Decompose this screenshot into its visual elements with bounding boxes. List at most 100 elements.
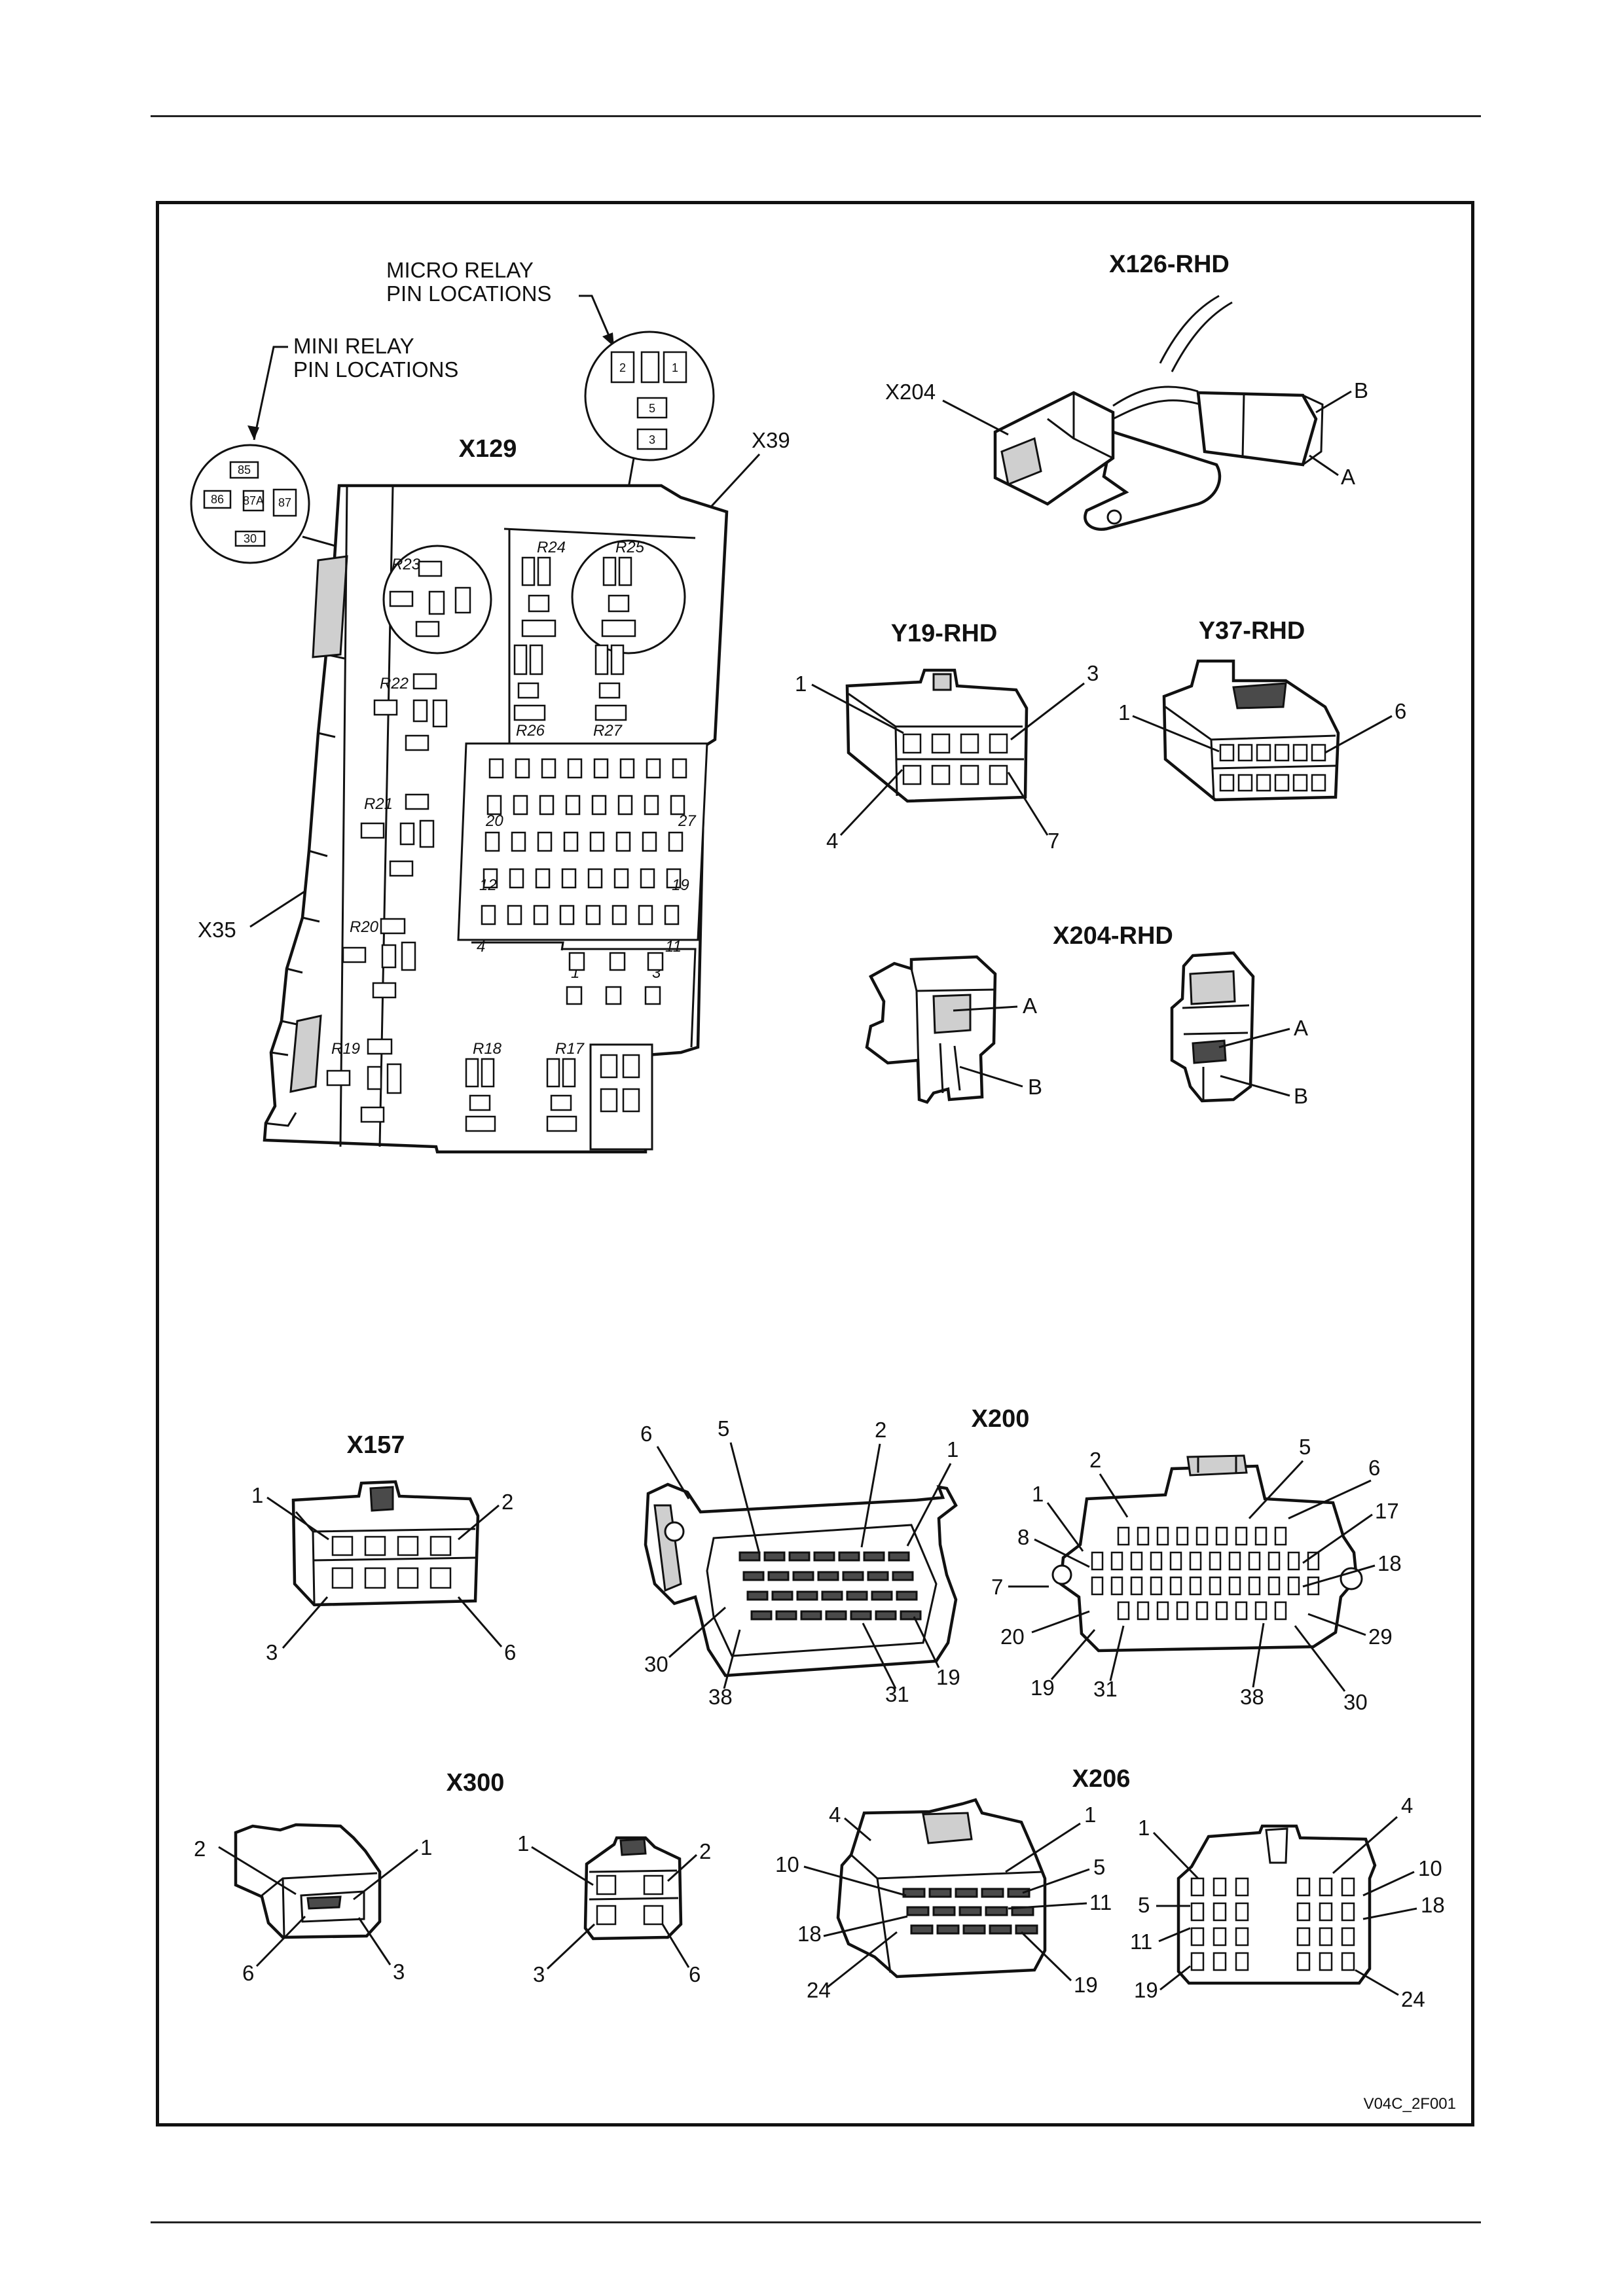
x126-label-a: A [1341,465,1355,489]
x200-cavity [1228,1551,1241,1571]
mini-relay-pin-85: 85 [238,463,251,476]
y37-cavity [1311,774,1326,792]
x200-pin [892,1571,914,1581]
x157-cavity [364,1535,386,1556]
fusebox-bottom-block [589,1043,653,1151]
x200-cavity [1137,1601,1150,1621]
x206-cavity [1235,1902,1249,1922]
x206-pin [906,1906,930,1916]
x200-right-8: 8 [1017,1525,1029,1549]
micro-relay-label-1: MICRO RELAY [386,258,534,282]
x206-cavity [1235,1927,1249,1946]
fuse-slot [585,905,601,925]
x200-pin [896,1590,918,1601]
x200-pin [739,1551,761,1562]
fuse-num-20: 20 [485,812,503,830]
header-rule [151,115,1481,117]
x200-pin [871,1590,893,1601]
connector-x200: X200 6 5 2 1 30 38 31 19 2 5 6 1 [640,1405,1402,1714]
x200-left-30: 30 [644,1652,668,1676]
x200-cavity [1307,1576,1320,1596]
fuse-slot [507,905,522,925]
fuse-slot [644,795,659,816]
x206-pin [1015,1924,1038,1935]
x204-right-a: A [1294,1016,1308,1040]
micro-relay-pin-2: 2 [619,361,626,374]
fuse-slot [619,758,635,779]
x300-left-1: 1 [420,1835,432,1859]
x200-pin [792,1571,814,1581]
x157-cavity [429,1567,452,1589]
x157-cavity [397,1535,419,1556]
x157-cavity [397,1567,419,1589]
x200-cavity [1117,1601,1130,1621]
y19-title: Y19-RHD [891,620,998,647]
x157-pin-1: 1 [251,1483,263,1507]
x200-cavity [1091,1576,1104,1596]
fuse-slot [591,795,607,816]
y19-pin-4: 4 [826,829,838,853]
fuse-slot [589,831,605,852]
x206-cavity [1341,1952,1355,1971]
x206-pin [955,1888,978,1898]
x200-pin [771,1590,793,1601]
fusebox-side-tab [312,555,348,658]
fuse-slot [615,831,631,852]
fusebox-title: X129 [459,435,517,463]
fuse-slot [509,868,524,889]
x206-pin [1007,1888,1030,1898]
y19-pin-1: 1 [795,672,807,696]
fuse-slot [640,868,655,889]
x206-cavity [1341,1927,1355,1946]
x300-cavity [596,1874,617,1895]
fuse-slot [613,868,629,889]
x206-left-19: 19 [1074,1973,1098,1997]
x200-pin [817,1571,839,1581]
x157-title: X157 [347,1431,405,1459]
x200-cavity [1156,1526,1169,1546]
x157-cavity [429,1535,452,1556]
x206-cavity [1213,1877,1227,1897]
fuse-slot [670,795,685,816]
x206-cavity [1235,1952,1249,1971]
fusebox-x129: X129 X39 X35 R23 R24 R25 R22 [198,428,790,1154]
fuse-grid [481,758,687,925]
x200-right-2: 2 [1089,1448,1101,1472]
connector-x126: X126-RHD X204 B A [885,251,1368,531]
relay-r18: R18 [473,1040,502,1058]
x206-right-11: 11 [1130,1929,1152,1954]
mini-relay-pin-87a: 87A [243,494,264,507]
fuse-slot [593,758,609,779]
x206-cavity [1190,1952,1205,1971]
x200-right-1: 1 [1032,1482,1044,1506]
relay-r25: R25 [615,539,645,556]
x200-right-31: 31 [1093,1677,1118,1701]
x206-cavity [1319,1877,1333,1897]
y19-pin-7: 7 [1048,829,1059,853]
x200-cavity [1248,1551,1261,1571]
mini-relay-pin-30: 30 [244,532,257,545]
x206-right-24: 24 [1401,1987,1425,2011]
fusebox-ref-x35: X35 [198,918,236,942]
connector-y19: Y19-RHD 1 3 4 7 [795,620,1099,853]
x200-cavity [1267,1576,1281,1596]
relay-r27: R27 [593,722,623,740]
x204-title: X204-RHD [1053,922,1173,950]
mini-relay-pin-86: 86 [211,493,224,506]
x200-pin [846,1590,868,1601]
x200-right-30: 30 [1343,1690,1368,1714]
y19-cavity [989,733,1008,754]
x200-pin [821,1590,843,1601]
x206-cavity [1319,1902,1333,1922]
x200-right-29: 29 [1368,1624,1393,1649]
x200-cavity [1156,1601,1169,1621]
fuse-panel [457,742,708,941]
x200-pin [800,1610,822,1621]
x300-right-2: 2 [699,1839,711,1863]
x200-cavity [1209,1551,1222,1571]
x126-label-x204: X204 [885,380,936,404]
x200-cavity [1195,1526,1209,1546]
x200-cavity [1267,1551,1281,1571]
x206-cavity [1341,1902,1355,1922]
x206-pin [936,1924,960,1935]
